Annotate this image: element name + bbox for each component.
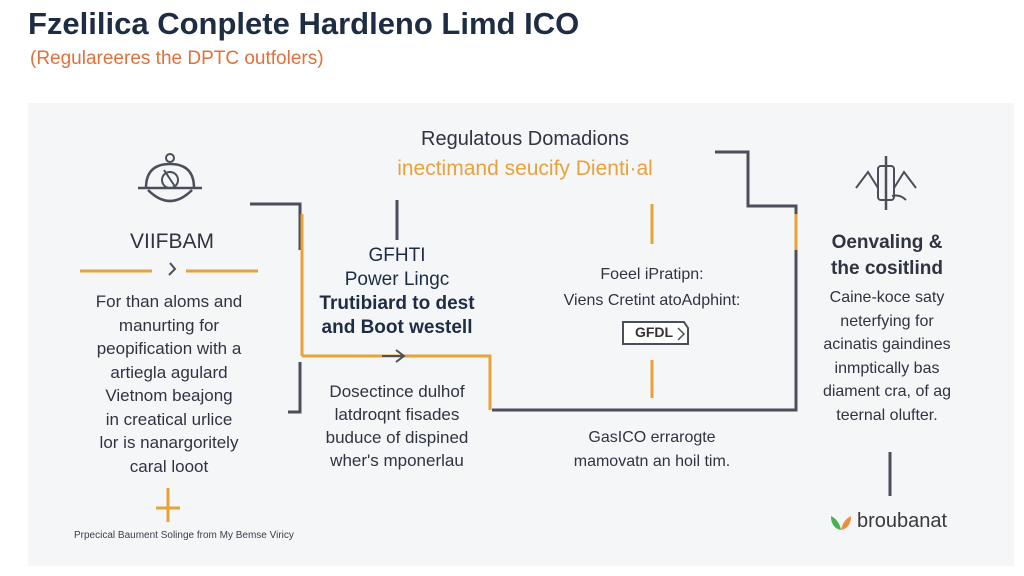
right-body-line: diament cra, of ag — [822, 383, 952, 400]
left-divider-mark — [168, 262, 177, 276]
left-footnote: Prpecical Baument Solinge from My Bemse … — [74, 530, 294, 541]
right-body-line: neterfying for — [840, 312, 934, 330]
leaf-logo-icon — [829, 512, 853, 539]
middle-left-heading-line: GFHTI — [368, 245, 426, 266]
middle-right-body-line: Foeel iPratipn: — [600, 266, 704, 283]
right-body-line: teernal olufter. — [836, 406, 938, 424]
middle-right-body: Foeel iPratipn: Viens Cretint atoAdphint… — [530, 262, 774, 314]
center-subheading: inectimand seucify Dienti·al — [397, 157, 653, 180]
left-heading: VIIFBAM — [129, 230, 214, 253]
left-body-line: caral looot — [129, 456, 209, 476]
right-body-line: inmptically bas — [834, 359, 940, 377]
right-heading-line: Oenvaling & — [831, 232, 943, 253]
left-body-line: lor is nanargoritely — [99, 433, 239, 452]
middle-left-heading-line: Power Lingc — [344, 269, 450, 290]
right-body-line: Caine-koce saty — [829, 289, 945, 306]
right-heading-line: the cositlind — [831, 258, 943, 279]
scale-icon — [852, 152, 920, 221]
middle-left-heading: GFHTI Power Lingc Trutibiard to dest and… — [304, 244, 490, 340]
middle-left-heading-line: Trutibiard to dest — [319, 293, 475, 314]
middle-right-footer-line: GasICO errarogte — [588, 429, 716, 446]
center-heading: Regulatous Domadions — [421, 128, 629, 150]
middle-left-body-line: Dosectince dulhof — [329, 382, 465, 401]
middle-right-footer-line: mamovatn an hoil tim. — [573, 453, 731, 470]
left-body-line: peopification with a — [96, 339, 242, 358]
logo-wordmark: broubanat — [857, 510, 948, 532]
bracket-top — [250, 202, 302, 250]
left-body-line: manurting for — [118, 315, 220, 335]
left-body-line: Vietnom beajong — [105, 386, 233, 405]
right-heading: Oenvaling & the cositlind — [800, 230, 974, 282]
middle-left-body-line: wher's mponerlau — [330, 451, 464, 470]
middle-left-body-line: latdroqnt fisades — [334, 405, 460, 424]
left-body-line: in creatical urlice — [105, 409, 233, 429]
left-body-line: artiegla agulard — [110, 362, 228, 382]
diagram-subtitle: (Regulareeres the DPTC outfolers) — [30, 48, 324, 69]
left-body-line: For than aloms and — [95, 292, 243, 311]
diagram-title: Fzelilica Conplete Hardleno Limd ICO — [28, 6, 580, 41]
right-body-line: acinatis gaindines — [823, 336, 951, 353]
bracket-orange-bottom — [302, 354, 492, 410]
middle-left-body: Dosectince dulhof latdroqnt fisades budu… — [304, 380, 490, 472]
arrow-head — [395, 349, 406, 363]
gfdl-badge-label: GFDL — [634, 324, 674, 340]
top-right-elbow — [492, 150, 798, 412]
middle-right-footer: GasICO errarogte mamovatn an hoil tim. — [540, 426, 764, 474]
bracket-bottom — [288, 362, 302, 414]
gfdl-badge — [622, 321, 689, 345]
middle-left-heading-line: and Boot westell — [321, 317, 473, 338]
helmet-icon — [136, 150, 204, 219]
left-body: For than aloms and manurting for peopifi… — [74, 290, 264, 478]
right-body: Caine-koce saty neterfying for acinatis … — [800, 286, 974, 427]
middle-left-body-line: buduce of dispined — [325, 428, 469, 447]
middle-right-body-line: Viens Cretint atoAdphint: — [563, 292, 741, 309]
